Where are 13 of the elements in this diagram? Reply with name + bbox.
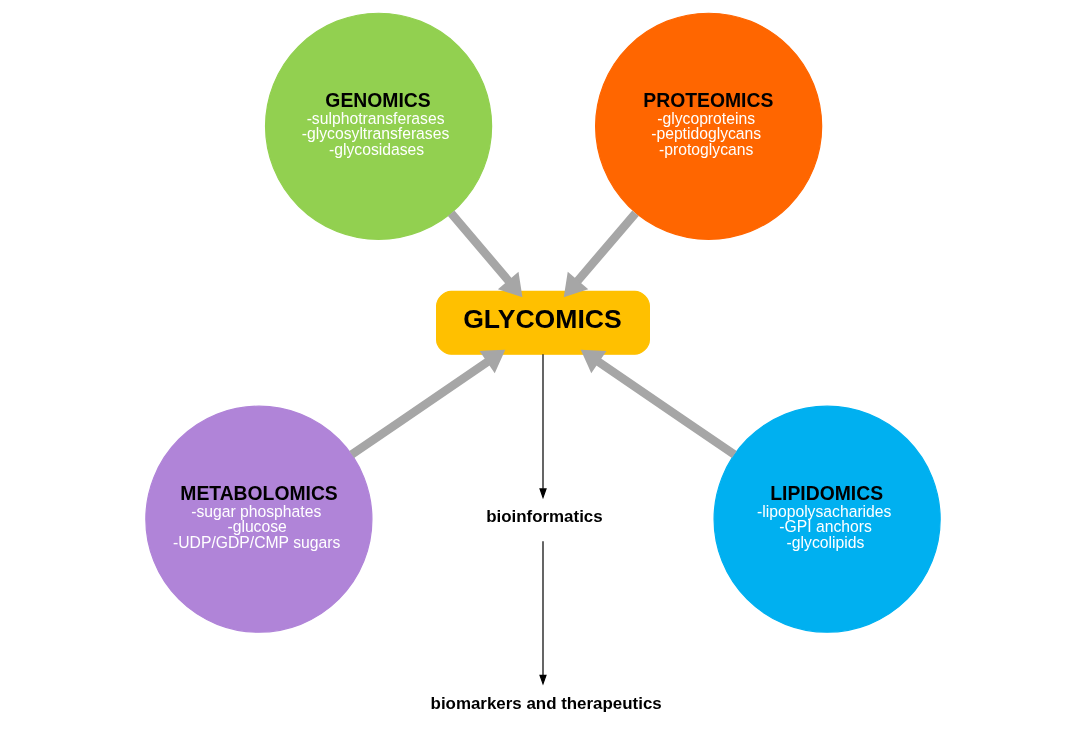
node-text: bioinformatics [486, 507, 603, 527]
node-circle: PROTEOMICS -glycoproteins -peptidoglycans -protoglycans [595, 12, 823, 240]
arrow [539, 540, 547, 686]
arrow [447, 210, 523, 298]
arrow [539, 353, 547, 500]
node-text: biomarkers and therapeutics [430, 694, 662, 714]
arrow [563, 210, 639, 298]
node-circle: METABOLOMICS -sugar phosphates -glucose -UDP/GDP/CMP sugars [145, 405, 373, 633]
node-box: GLYCOMICS [436, 290, 650, 355]
arrow [580, 349, 737, 459]
node-circle: LIPIDOMICS -lipopolysacharides -GPI anchors -glycolipids [713, 405, 941, 633]
node-circle: GENOMICS -sulphotransferases -glycosyltransferases -glycosidases [264, 12, 493, 240]
arrow [349, 349, 506, 459]
